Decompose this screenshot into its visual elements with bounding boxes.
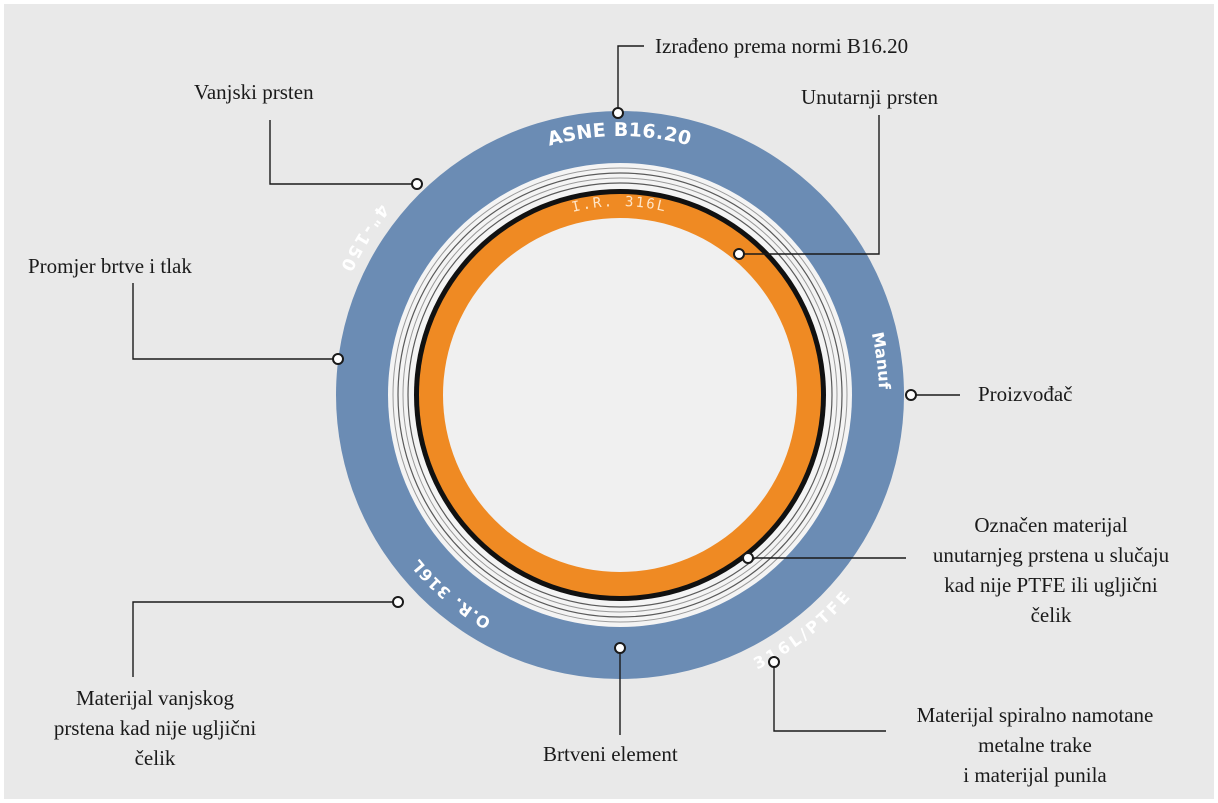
- leader-dot-inner-ring: [733, 248, 745, 260]
- leader-dot-inner-material: [742, 552, 754, 564]
- label-standard: Izrađeno prema normi B16.20: [655, 34, 909, 58]
- label-inner-ring: Unutarnji prsten: [801, 85, 939, 109]
- label-inner-ring-material: Označen materijal unutarnjeg prstena u s…: [932, 513, 1170, 627]
- winding-line: [402, 177, 838, 613]
- label-sealing-element: Brtveni element: [543, 742, 678, 766]
- winding-line: [392, 167, 848, 623]
- leader-line-outer-ring: [269, 120, 417, 185]
- leader-dot-outer-material: [392, 596, 404, 608]
- leader-dot-manufacturer: [905, 389, 917, 401]
- label-winding-filler: Materijal spiralno namotane metalne trak…: [916, 703, 1154, 787]
- leader-line-inner-ring: [739, 115, 880, 255]
- leader-line-size-pressure: [132, 283, 338, 360]
- leader-dot-size-pressure: [332, 353, 344, 365]
- ring-marking-inner-material: I.R. 316L: [570, 194, 670, 216]
- leader-dot-standard: [612, 107, 624, 119]
- gasket-center: [443, 218, 797, 572]
- leader-line-outer-material: [132, 601, 398, 677]
- winding-line: [397, 172, 843, 618]
- label-outer-ring-material: Materijal vanjskog prstena kad nije uglj…: [53, 686, 257, 770]
- leader-dot-outer-ring: [411, 178, 423, 190]
- leader-dot-sealing-element: [614, 642, 626, 654]
- label-manufacturer: Proizvođač: [978, 382, 1073, 406]
- label-size-pressure: Promjer brtve i tlak: [28, 254, 192, 278]
- leader-line-winding-filler: [773, 662, 886, 732]
- leader-dot-winding-filler: [768, 656, 780, 668]
- label-outer-ring: Vanjski prsten: [194, 80, 314, 104]
- leader-line-standard: [617, 45, 644, 113]
- winding-line: [407, 182, 833, 608]
